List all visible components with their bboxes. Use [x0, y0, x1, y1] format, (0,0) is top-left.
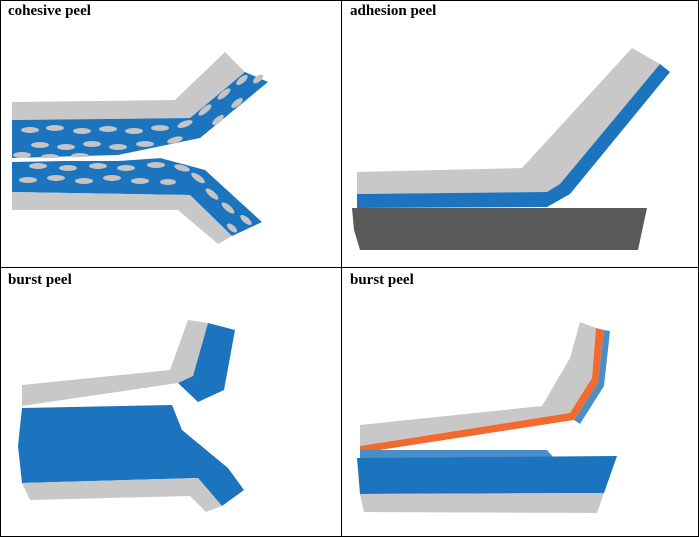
thin-blue-layer	[574, 330, 610, 424]
orange-layer	[360, 328, 604, 453]
upper-substrate	[22, 320, 208, 406]
lower-adhesive	[18, 405, 244, 506]
peeled-substrate	[360, 322, 596, 446]
burst-peel-right-diagram	[357, 322, 617, 513]
lower-substrate	[22, 478, 222, 512]
panel-title-burst-peel-right: burst peel	[350, 272, 414, 288]
filler-particles	[13, 74, 263, 233]
adhesive-layer	[357, 64, 670, 208]
burst-peel-left-diagram	[18, 320, 244, 512]
adhesion-peel-diagram	[352, 48, 670, 250]
panel-title-cohesive-peel: cohesive peel	[8, 3, 91, 19]
cohesive-peel-diagram	[12, 52, 268, 244]
horizontal-divider	[0, 267, 699, 268]
crack	[12, 156, 162, 161]
peeled-substrate	[357, 48, 660, 194]
vertical-divider	[341, 0, 342, 537]
panel-title-adhesion-peel: adhesion peel	[350, 3, 437, 19]
rigid-substrate	[352, 208, 647, 250]
residual-adhesive-strip	[360, 450, 554, 458]
panel-title-burst-peel-left: burst peel	[8, 272, 72, 288]
upper-substrate	[12, 52, 245, 120]
lower-adhesive	[357, 456, 617, 494]
upper-adhesive	[12, 72, 268, 158]
lower-substrate	[12, 192, 232, 244]
upper-adhesive	[178, 323, 235, 402]
lower-substrate	[360, 493, 604, 513]
